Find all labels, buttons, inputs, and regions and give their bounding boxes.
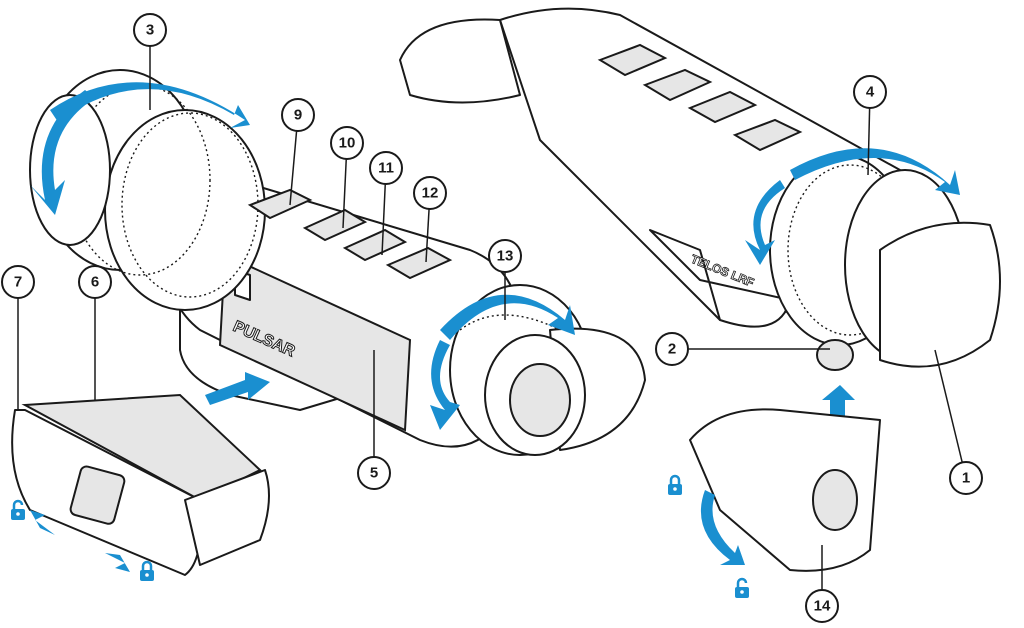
rear-right-arrow-button — [687, 90, 758, 124]
callout-14: 14 — [805, 545, 839, 623]
battery-compartment — [218, 253, 412, 432]
battery-latch — [69, 465, 126, 525]
callout-3: 3 — [133, 13, 167, 110]
unlock-icon — [735, 577, 749, 598]
callout-5: 5 — [357, 350, 391, 490]
callout-number: 3 — [146, 22, 154, 39]
callout-number: 1 — [962, 470, 970, 487]
callout-number: 12 — [422, 185, 439, 202]
lock-icon — [668, 474, 682, 495]
callout-circle — [853, 75, 887, 109]
rear-power-button — [732, 118, 803, 152]
callout-number: 4 — [866, 84, 875, 101]
callout-circle — [1, 265, 35, 299]
device-front-view: PULSAR — [29, 69, 646, 456]
callout-circle — [655, 332, 689, 366]
device-rear-view: TELOS LRF — [399, 7, 1001, 572]
lock-icon — [140, 560, 154, 581]
right-arrow-button — [385, 246, 453, 280]
power-button — [247, 188, 313, 220]
callout-number: 2 — [668, 341, 676, 358]
battery-pack[interactable] — [11, 393, 270, 576]
leader-line — [934, 349, 967, 479]
callout-13: 13 — [488, 239, 522, 320]
callout-number: 5 — [370, 465, 378, 482]
rear-menu-button — [642, 68, 713, 102]
callout-circle — [369, 151, 403, 185]
left-arrow-button — [302, 208, 368, 242]
callout-circle — [133, 13, 167, 47]
callout-circle — [330, 126, 364, 160]
unlock-icon — [11, 499, 25, 520]
callout-1: 1 — [934, 349, 983, 495]
callout-circle — [488, 239, 522, 273]
callout-10: 10 — [330, 126, 364, 229]
callout-number: 6 — [91, 274, 99, 291]
callout-circle — [281, 98, 315, 132]
callout-12: 12 — [413, 176, 447, 263]
callout-9: 9 — [281, 98, 315, 206]
callout-6: 6 — [78, 265, 112, 400]
callout-circle — [805, 589, 839, 623]
callout-number: 10 — [339, 135, 356, 152]
callout-circle — [949, 461, 983, 495]
rear-left-arrow-button — [597, 43, 668, 77]
callout-number: 9 — [294, 107, 302, 124]
menu-button — [342, 228, 408, 262]
callout-2: 2 — [655, 332, 830, 366]
callout-7: 7 — [1, 265, 35, 410]
callout-11: 11 — [369, 151, 403, 256]
callout-number: 13 — [497, 248, 514, 265]
callout-4: 4 — [853, 75, 887, 176]
callout-circle — [413, 176, 447, 210]
callout-number: 14 — [814, 598, 831, 615]
lens-cap — [879, 221, 1001, 368]
callout-circle — [357, 456, 391, 490]
callout-number: 7 — [14, 274, 22, 291]
callout-circle — [78, 265, 112, 299]
rangefinder-lens — [816, 339, 854, 371]
callout-number: 11 — [378, 160, 394, 177]
lock-icon-layer — [11, 474, 749, 598]
